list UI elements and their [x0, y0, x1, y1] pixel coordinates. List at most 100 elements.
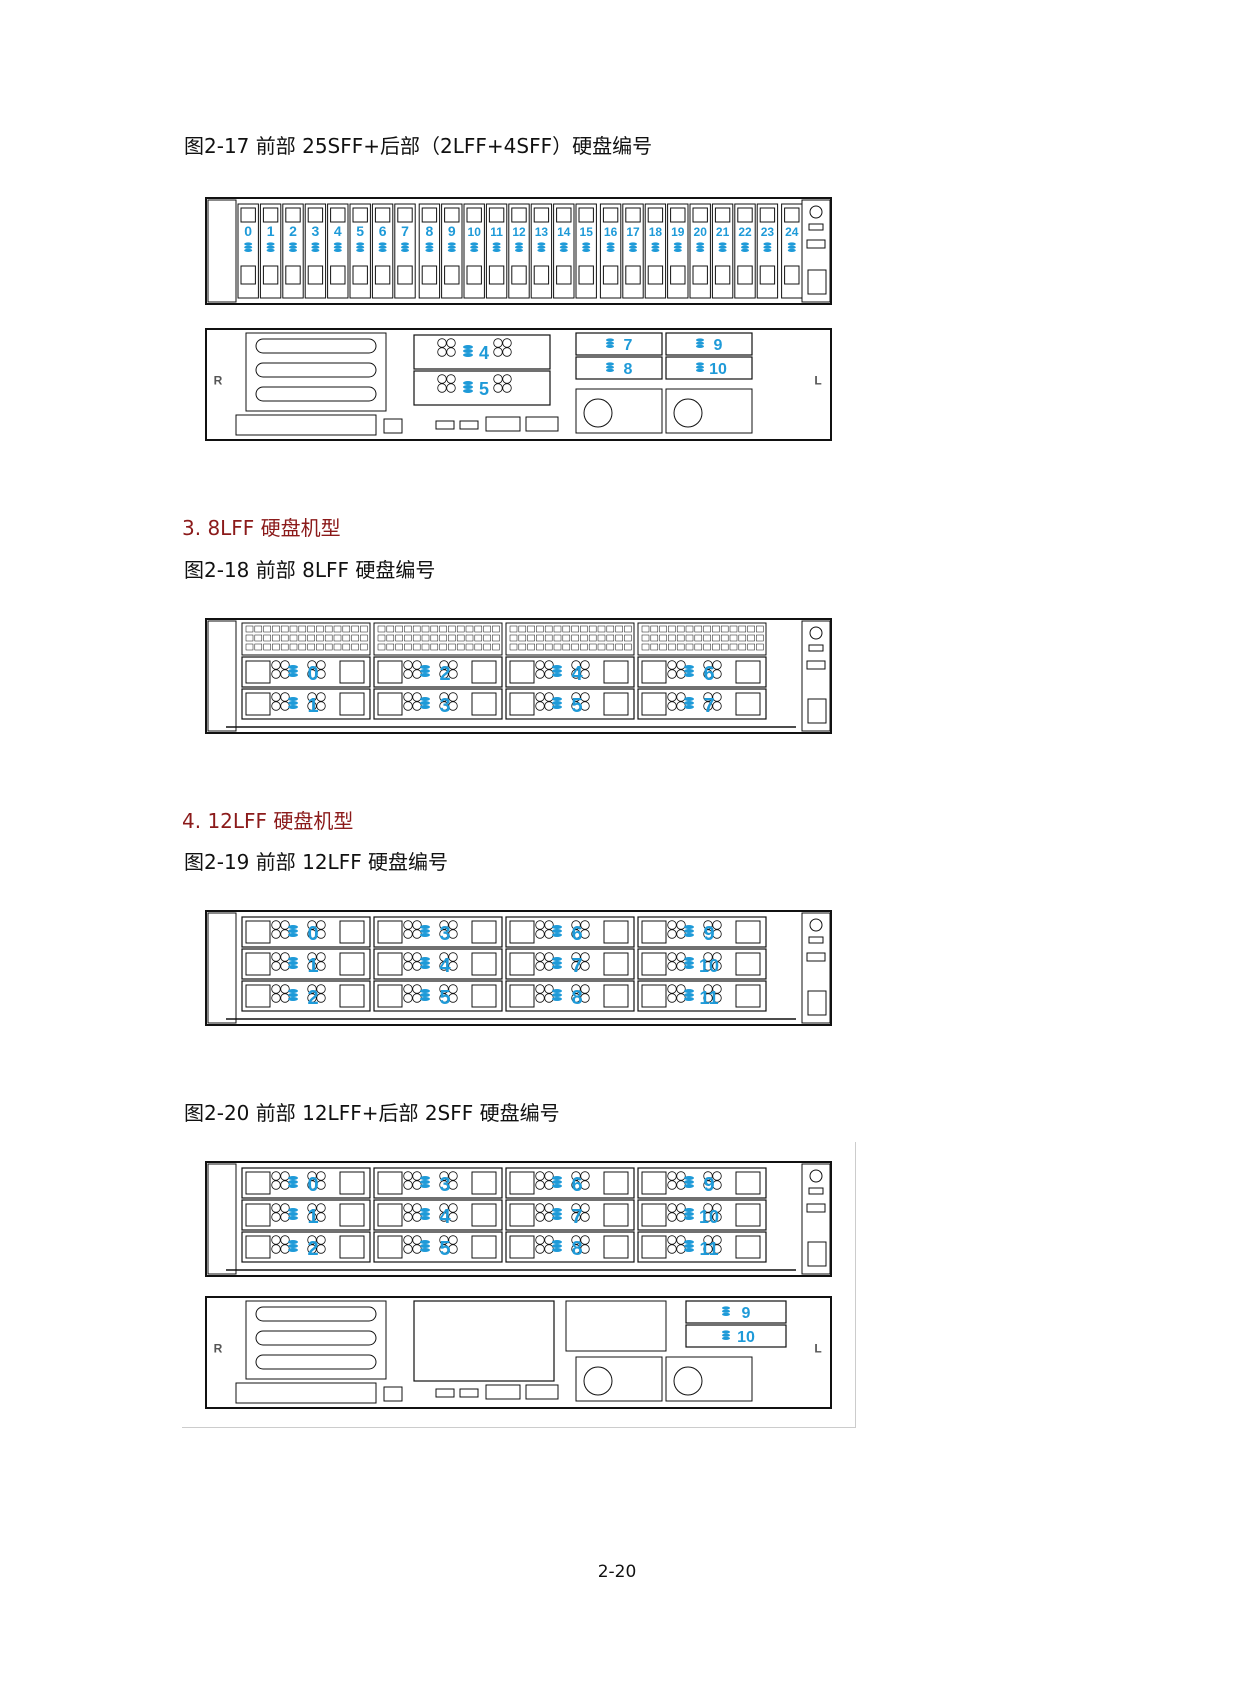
disk-icon [684, 965, 694, 969]
vent-slot [324, 634, 333, 642]
rear-left-label: R [214, 374, 223, 388]
drive-bay [241, 1231, 371, 1263]
disk-icon [718, 245, 727, 249]
mgmt-module [235, 1382, 377, 1404]
disk-icon [552, 929, 562, 933]
drive-bay-number: 2 [289, 223, 297, 239]
hex-vent-icon [437, 338, 447, 348]
disk-icon [463, 385, 473, 389]
drive-bay [394, 203, 416, 299]
bay-handle [784, 265, 800, 285]
disk-icon [684, 1216, 694, 1220]
hex-vent-icon [535, 1235, 545, 1245]
hex-vent-icon [316, 920, 326, 930]
hex-vent-icon [580, 984, 590, 994]
bay-latch [377, 984, 403, 1008]
hex-vent-icon [571, 1244, 581, 1254]
vent-slot [474, 643, 483, 651]
vent-slot [712, 643, 720, 651]
disk-icon [289, 245, 297, 249]
vent-slot [492, 643, 500, 651]
bay-top [670, 207, 686, 223]
bay-latch [641, 692, 667, 716]
hex-vent-icon [571, 993, 581, 1003]
disk-icon [684, 1212, 694, 1216]
right-ear [801, 912, 831, 1024]
vent-slot [289, 643, 298, 651]
bay-handle [603, 920, 629, 944]
bay-handle [339, 692, 365, 716]
disk-icon [552, 1176, 562, 1180]
hex-vent-icon [712, 1212, 722, 1222]
bay-top [578, 207, 594, 223]
power-supply [575, 1356, 663, 1402]
hex-vent-icon [403, 952, 413, 962]
vent-slot [747, 625, 755, 633]
drive-bay-number: 12 [512, 225, 526, 239]
hex-vent-icon [667, 1171, 677, 1181]
vent-slot [377, 643, 386, 651]
disk-icon [420, 669, 430, 673]
bay-handle [471, 1171, 497, 1195]
drive-bay [349, 203, 371, 299]
disk-icon [559, 248, 568, 252]
hex-vent-icon [271, 1212, 281, 1222]
drive-bay-number: 9 [714, 337, 723, 354]
bay-latch [245, 920, 271, 944]
vent-slot [650, 625, 659, 633]
hex-vent-icon [307, 1180, 317, 1190]
hex-vent-icon [667, 1235, 677, 1245]
disk-icon [684, 697, 694, 701]
vent-slot [756, 625, 764, 633]
vent-slot [544, 634, 553, 642]
disk-icon [673, 248, 682, 252]
hex-vent-icon [307, 961, 317, 971]
disk-icon [763, 242, 772, 246]
hex-vent-icon [712, 1244, 722, 1254]
vent-slot [747, 634, 755, 642]
disk-icon [401, 242, 409, 246]
vent-slot [624, 634, 632, 642]
vent-slot [298, 643, 307, 651]
hex-vent-icon [667, 1212, 677, 1222]
vent-slot [703, 634, 711, 642]
hex-vent-icon [307, 929, 317, 939]
power-button-icon [809, 1169, 823, 1183]
hex-vent-icon [439, 920, 449, 930]
drive-bay [637, 980, 767, 1012]
drive-bay-number: 6 [703, 663, 714, 685]
hex-vent-icon [493, 347, 503, 357]
drive-bay [418, 203, 441, 299]
hex-vent-icon [712, 1171, 722, 1181]
disk-icon [537, 248, 546, 252]
hex-vent-icon [703, 669, 713, 679]
vent-slot [245, 643, 254, 651]
drive-bay-number: 0 [244, 223, 252, 239]
hex-vent-icon [280, 692, 290, 702]
drive-bay-number: 10 [699, 956, 719, 976]
disk-icon [420, 961, 430, 965]
disk-icon [552, 1180, 562, 1184]
hex-vent-icon [412, 692, 422, 702]
disk-icon [582, 248, 591, 252]
disk-icon [470, 242, 479, 246]
riser-cage [245, 332, 387, 412]
hex-vent-icon [316, 1212, 326, 1222]
vent-slot [360, 643, 368, 651]
hex-vent-icon [439, 660, 449, 670]
drive-bay-number: 13 [535, 225, 549, 239]
bay-handle [421, 265, 438, 285]
bay-handle [444, 265, 460, 285]
vent-slot [676, 643, 685, 651]
disk-icon [288, 1240, 298, 1244]
drive-bay-number: 7 [571, 1206, 582, 1228]
hex-vent-icon [446, 338, 456, 348]
drive-bay-number: 8 [571, 1238, 582, 1260]
disk-icon [629, 245, 637, 249]
uid-button [808, 1187, 824, 1195]
disk-icon [673, 242, 682, 246]
drive-bay [373, 656, 503, 688]
disk-icon [741, 245, 749, 249]
vent-slot [659, 625, 667, 633]
vent-slot [280, 625, 289, 633]
